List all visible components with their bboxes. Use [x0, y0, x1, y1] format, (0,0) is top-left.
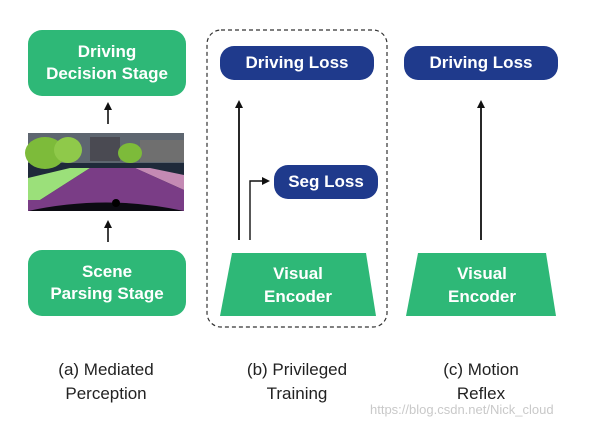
- visual-encoder-c-label: Visual Encoder: [447, 264, 517, 306]
- visual-encoder-b-label: Visual Encoder: [263, 264, 333, 306]
- caption-privileged-training: (b) Privileged Training: [246, 360, 348, 403]
- driving-loss-c: Driving Loss: [404, 46, 558, 80]
- driving-loss-b: Driving Loss: [220, 46, 374, 80]
- caption-mediated-perception: (a) Mediated Perception: [58, 360, 154, 403]
- privileged-frame: [206, 29, 388, 328]
- caption-motion-reflex: (c) Motion Reflex: [443, 360, 519, 403]
- visual-encoder-c-shape: [406, 253, 556, 316]
- arrow-encoder-to-seg-loss: [249, 177, 270, 240]
- scene-parsing-stage-box: Scene Parsing Stage: [28, 250, 186, 316]
- watermark-text: https://blog.csdn.net/Nick_cloud: [370, 402, 554, 417]
- seg-loss: Seg Loss: [274, 165, 378, 199]
- driving-decision-stage-box: Driving Decision Stage: [28, 30, 186, 96]
- segmentation-image: [25, 133, 184, 211]
- visual-encoder-b-shape: [220, 253, 376, 316]
